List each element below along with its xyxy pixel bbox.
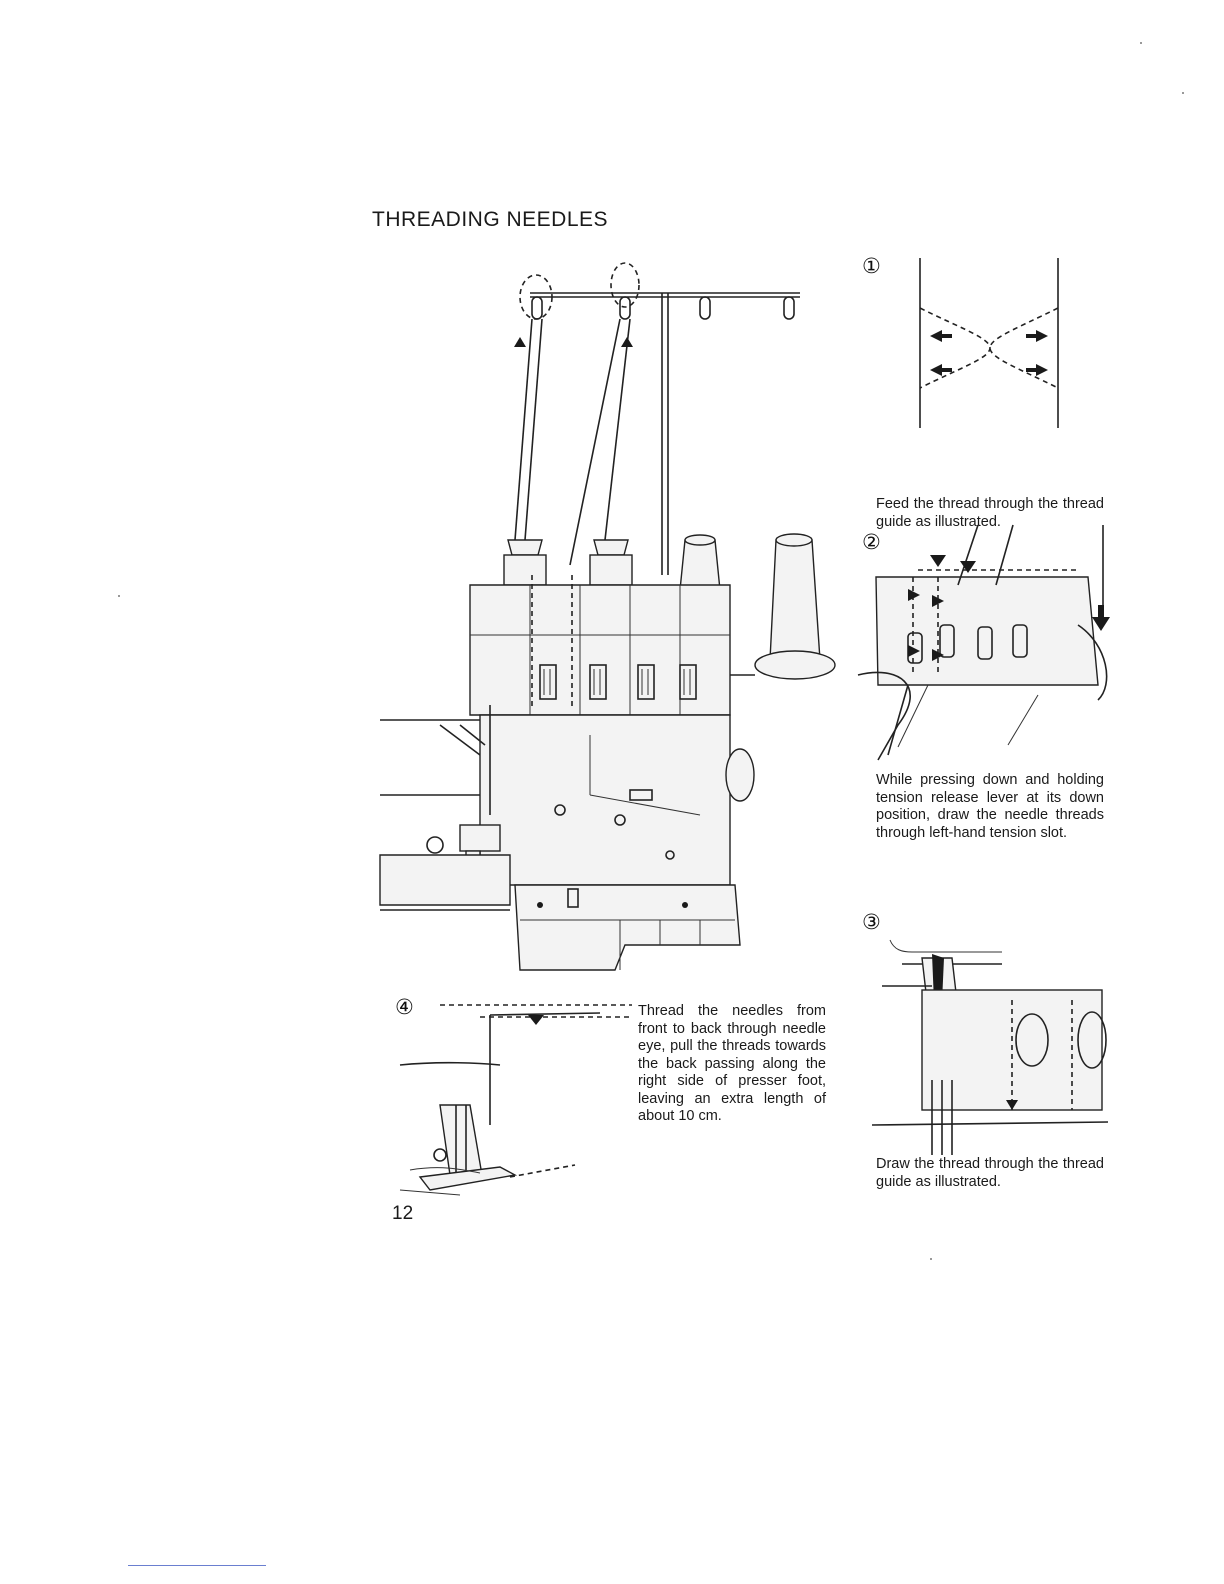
step-4-number: ④ [395,995,414,1019]
page-number: 12 [392,1203,414,1224]
scan-speck [118,595,120,597]
step-2-text: While pressing down and holding tension … [876,772,1104,841]
needle-eye-illustration [399,1004,632,1196]
scan-speck [1140,42,1142,44]
step-1-text: Feed the thread through the thread guide… [876,496,1104,530]
tension-slot-illustration [857,524,1110,761]
thread-guide-diagram-3 [871,939,1109,1155]
step-4-text: Thread the needles from front to back th… [638,1003,826,1124]
step-3-text: Draw the thread through the thread guide… [876,1156,1104,1190]
footer-rule [128,1565,266,1566]
step-1-number: ① [862,254,881,278]
scan-speck [930,1258,932,1260]
page-title: THREADING NEEDLES [372,208,609,231]
overlock-machine-illustration [379,262,836,971]
thread-guide-diagram-1 [919,258,1059,428]
step-2-number: ② [862,530,881,554]
scan-speck [1182,92,1184,94]
step-3-number: ③ [862,910,881,934]
